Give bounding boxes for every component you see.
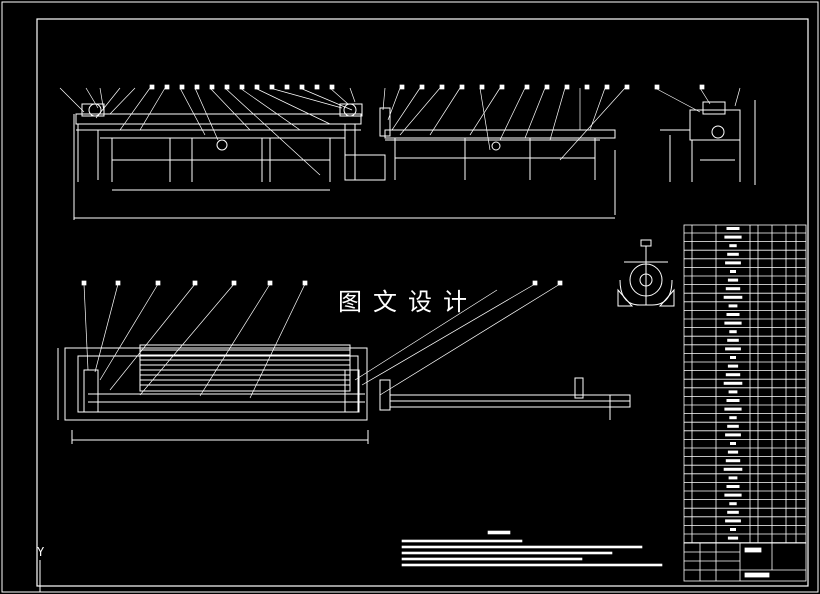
table-cell-text xyxy=(724,493,742,497)
table-cell-text xyxy=(727,338,739,342)
table-cell-text xyxy=(724,407,742,411)
ucs-axis-label: Y xyxy=(37,545,45,559)
table-cell-text xyxy=(730,528,736,531)
table-cell-text xyxy=(727,364,739,368)
table-cell-text xyxy=(727,536,739,540)
leader-lines-plan xyxy=(81,280,563,399)
side-view xyxy=(660,100,756,185)
table-cell-text xyxy=(728,476,738,480)
table-cell-text xyxy=(725,519,741,523)
parts-list-table xyxy=(683,224,807,544)
front-elevation-left xyxy=(73,103,615,220)
table-cell-text xyxy=(723,467,743,471)
table-cell-text xyxy=(727,450,739,454)
table-cell-text xyxy=(730,442,736,445)
table-cell-text xyxy=(725,261,741,265)
front-elevation-right xyxy=(379,107,616,215)
table-cell-text xyxy=(730,356,736,359)
table-cell-text xyxy=(724,321,742,325)
table-cell-text xyxy=(726,485,740,488)
table-cell-text xyxy=(724,235,742,239)
table-cell-text xyxy=(725,287,741,291)
table-cell-text xyxy=(727,252,739,256)
table-cell-text xyxy=(727,278,739,282)
table-cell-text xyxy=(729,416,737,420)
technical-notes xyxy=(401,530,663,567)
plan-view xyxy=(57,344,631,444)
table-cell-text xyxy=(726,399,740,402)
table-cell-text xyxy=(728,304,738,308)
table-cell-text xyxy=(723,381,743,385)
watermark-text: 图文设计 xyxy=(338,288,478,316)
table-cell-text xyxy=(726,313,740,316)
sheet-inner-border xyxy=(36,18,809,587)
table-cell-text xyxy=(726,227,740,230)
table-cell-text xyxy=(729,330,737,334)
leader-lines-top xyxy=(59,84,741,176)
table-cell-text xyxy=(730,270,736,273)
table-cell-text xyxy=(728,390,738,394)
table-cell-text xyxy=(723,295,743,299)
table-cell-text xyxy=(729,502,737,506)
table-cell-text xyxy=(727,510,739,514)
table-cell-text xyxy=(725,459,741,463)
table-cell-text xyxy=(725,433,741,437)
table-cell-text xyxy=(729,244,737,248)
table-cell-text xyxy=(725,373,741,377)
title-block xyxy=(683,542,807,582)
table-cell-text xyxy=(725,347,741,351)
table-cell-text xyxy=(727,424,739,428)
roller-detail-view xyxy=(617,239,675,307)
